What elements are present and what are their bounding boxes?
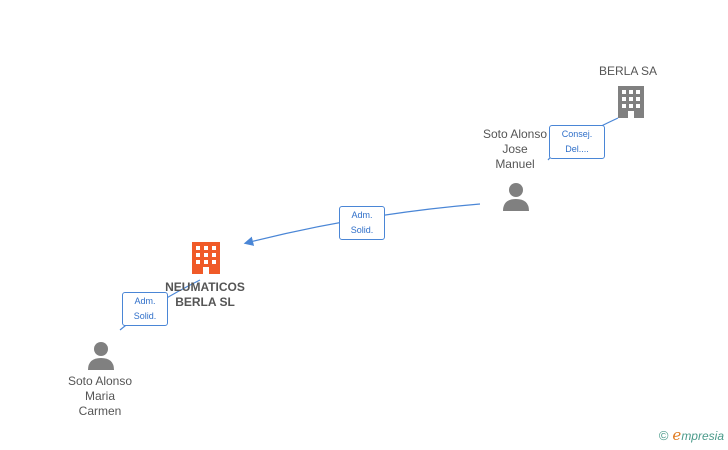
edge-label-adm-maria[interactable]: Adm. Solid.: [122, 292, 168, 326]
label-line[interactable]: BERLA SL: [175, 295, 235, 309]
brand-watermark[interactable]: ©empresia: [659, 426, 724, 444]
berla-sa-label[interactable]: BERLA SA: [598, 64, 658, 78]
label-line[interactable]: Jose: [502, 142, 528, 156]
copyright-symbol: ©: [658, 428, 669, 443]
label-line[interactable]: Carmen: [78, 404, 122, 418]
edge-label-line: Solid.: [350, 225, 374, 235]
brand-name: mpresia: [681, 429, 724, 443]
node-label-soto-maria[interactable]: Soto Alonso Maria Carmen: [55, 374, 145, 419]
edge-label-consej[interactable]: Consej. Del....: [549, 125, 605, 159]
label-line[interactable]: Maria: [84, 389, 115, 403]
label-line[interactable]: Manuel: [495, 157, 535, 171]
edge-label-line: Consej.: [561, 129, 593, 139]
edge-label-line: Del....: [565, 144, 589, 154]
edge-label-line: Adm.: [351, 210, 373, 220]
node-label-soto-jose[interactable]: Soto Alonso Jose Manuel: [470, 127, 560, 172]
node-label-neumaticos[interactable]: NEUMATICOS BERLA SL: [155, 280, 255, 310]
node-label-berla-sa[interactable]: BERLA SA: [588, 64, 668, 79]
edge-label-line: Solid.: [133, 311, 157, 321]
person-icon[interactable]: [85, 339, 117, 371]
label-line[interactable]: NEUMATICOS: [165, 280, 245, 294]
label-line[interactable]: Soto Alonso: [482, 127, 548, 141]
label-line[interactable]: Soto Alonso: [67, 374, 133, 388]
building-icon[interactable]: [616, 84, 648, 120]
building-icon[interactable]: [190, 240, 222, 276]
brand-logo-e: e: [672, 426, 682, 444]
edge-label-adm-jose[interactable]: Adm. Solid.: [339, 206, 385, 240]
person-icon[interactable]: [500, 180, 532, 212]
edge-label-line: Adm.: [134, 296, 156, 306]
